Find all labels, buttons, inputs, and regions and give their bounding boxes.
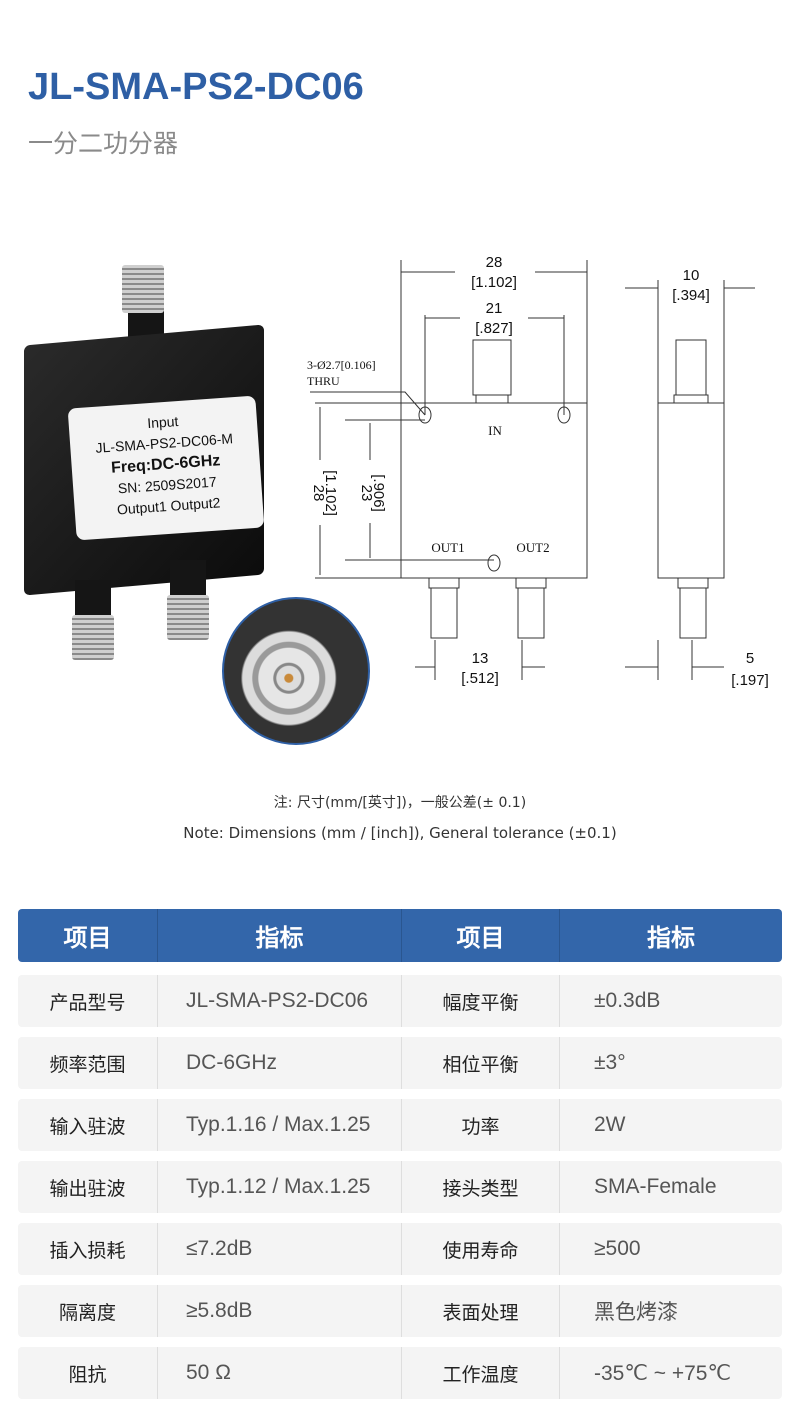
spec-value: SMA-Female	[594, 1175, 717, 1198]
spec-value: ≤7.2dB	[158, 1223, 402, 1275]
page-subtitle: 一分二功分器	[28, 129, 179, 158]
spec-value: ±3°	[594, 1051, 626, 1074]
spec-name: 相位平衡	[402, 1037, 560, 1089]
spec-name: 工作温度	[402, 1347, 560, 1399]
spec-value: 黑色烤漆	[594, 1301, 678, 1324]
svg-text:13: 13	[472, 650, 489, 667]
svg-text:[.197]: [.197]	[731, 672, 769, 689]
svg-text:21: 21	[486, 300, 503, 317]
spec-name: 使用寿命	[402, 1223, 560, 1275]
svg-text:10: 10	[683, 267, 700, 284]
spec-value: Typ.1.16 / Max.1.25	[158, 1099, 402, 1151]
svg-text:5: 5	[746, 650, 754, 667]
spec-name: 插入损耗	[18, 1223, 158, 1275]
svg-text:[1.102]: [1.102]	[322, 470, 339, 516]
product-photo: Input JL-SMA-PS2-DC06-M Freq:DC-6GHz SN:…	[20, 260, 280, 680]
dimension-note-en: Note: Dimensions (mm / [inch]), General …	[183, 824, 617, 842]
svg-text:28: 28	[310, 485, 327, 502]
svg-text:28: 28	[486, 255, 503, 271]
spec-value: JL-SMA-PS2-DC06	[158, 975, 402, 1027]
spec-name: 产品型号	[18, 975, 158, 1027]
svg-text:[1.102]: [1.102]	[471, 274, 517, 291]
spec-name: 幅度平衡	[402, 975, 560, 1027]
page-title: JL-SMA-PS2-DC06	[28, 66, 364, 108]
spec-name: 输出驻波	[18, 1161, 158, 1213]
spec-table-header: 项目 指标 项目 指标	[18, 909, 782, 962]
spec-value: Typ.1.12 / Max.1.25	[158, 1161, 402, 1213]
product-label: Input JL-SMA-PS2-DC06-M Freq:DC-6GHz SN:…	[67, 395, 265, 541]
svg-text:3-Ø2.7[0.106]: 3-Ø2.7[0.106]	[307, 358, 376, 372]
svg-text:[.394]: [.394]	[672, 287, 710, 304]
dimension-note-cn: 注: 尺寸(mm/[英寸])，一般公差(± 0.1)	[273, 795, 527, 811]
svg-text:THRU: THRU	[307, 374, 340, 388]
spec-name: 隔离度	[18, 1285, 158, 1337]
svg-text:OUT1: OUT1	[431, 540, 464, 555]
spec-name: 表面处理	[402, 1285, 560, 1337]
spec-name: 阻抗	[18, 1347, 158, 1399]
spec-value: DC-6GHz	[158, 1037, 402, 1089]
svg-text:[.906]: [.906]	[370, 474, 387, 512]
spec-name: 频率范围	[18, 1037, 158, 1089]
spec-name: 功率	[402, 1099, 560, 1151]
svg-text:23: 23	[358, 485, 375, 502]
spec-value: 50 Ω	[158, 1347, 402, 1399]
spec-value: 2W	[594, 1113, 626, 1136]
svg-text:OUT2: OUT2	[516, 540, 549, 555]
spec-name: 输入驻波	[18, 1099, 158, 1151]
svg-text:[.512]: [.512]	[461, 670, 499, 687]
dimension-drawing: 28 [1.102] 21 [.827] 3-Ø2.7[0.106] THRU …	[307, 255, 769, 689]
spec-value: -35℃ ~ +75℃	[594, 1361, 732, 1385]
svg-text:IN: IN	[488, 423, 502, 438]
spec-value: ±0.3dB	[594, 989, 661, 1012]
svg-text:[.827]: [.827]	[475, 320, 513, 337]
spec-name: 接头类型	[402, 1161, 560, 1213]
spec-value: ≥5.8dB	[158, 1285, 402, 1337]
spec-value: ≥500	[594, 1237, 641, 1260]
connector-closeup-image	[222, 597, 370, 745]
